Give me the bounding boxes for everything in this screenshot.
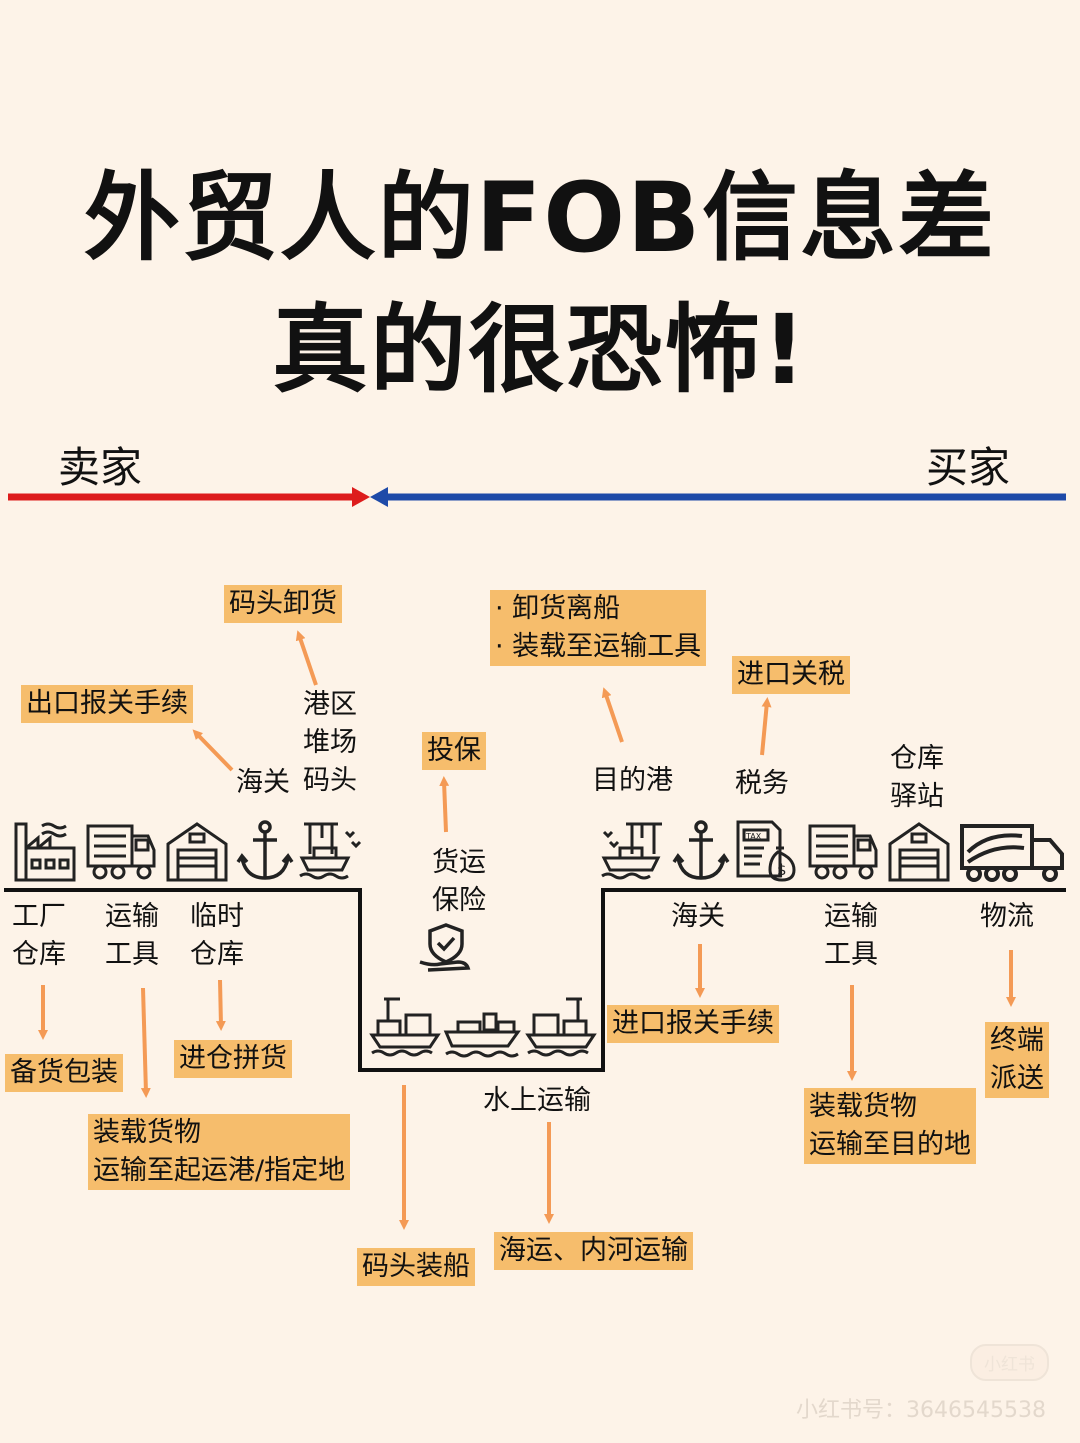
note-import-customs: 进口报关手续 <box>607 1005 779 1043</box>
seller-responsibility-arrow <box>8 487 370 507</box>
warehouse-icon <box>166 822 228 882</box>
stage-import-customs: 海关 <box>671 901 725 932</box>
seller-label: 卖家 <box>58 443 143 492</box>
tax-icon: TAX $ <box>736 820 796 882</box>
port-crane-icon-buyer <box>601 822 662 880</box>
stage-warehouse-station: 仓库 驿站 <box>890 743 944 812</box>
note-import-duty: 进口关税 <box>732 656 850 694</box>
buyer-label: 买家 <box>926 443 1011 492</box>
warehouse-icon-buyer <box>888 822 950 882</box>
stage-factory-warehouse: 工厂 仓库 <box>12 901 66 970</box>
watermark-badge: 小红书 <box>970 1344 1049 1381</box>
arrow-port-to-unloading <box>295 630 318 686</box>
truck-icon <box>86 824 156 880</box>
arrow-insurance-to-note <box>439 776 450 833</box>
note-unload: · 卸货离船 · 装载至运输工具 <box>490 590 707 666</box>
cargo-ship-icon-2 <box>525 997 597 1057</box>
note-consolidation: 进仓拼货 <box>174 1040 292 1078</box>
note-export-customs: 出口报关手续 <box>21 685 193 723</box>
stage-temp-warehouse: 临时 仓库 <box>190 901 244 970</box>
note-load-transport: 装载货物 运输至起运港/指定地 <box>88 1114 351 1190</box>
stage-logistics: 物流 <box>980 901 1034 932</box>
title-line-1: 外贸人的FOB信息差 <box>83 162 997 274</box>
anchor-icon <box>236 820 294 880</box>
note-sea-river: 海运、内河运输 <box>494 1232 693 1270</box>
container-ship-icon <box>443 1012 521 1058</box>
arrow-tax-to-duty <box>760 697 772 756</box>
port-crane-icon <box>299 822 362 880</box>
arrow-transport-to-loading <box>140 987 151 1098</box>
note-insurance: 投保 <box>422 732 486 770</box>
note-load-to-dest: 装载货物 运输至目的地 <box>804 1088 976 1164</box>
note-dock-loading: 码头装船 <box>357 1248 475 1286</box>
ground-line <box>4 888 1066 1072</box>
stage-insurance: 货运 保险 <box>432 847 486 916</box>
title-line-2: 真的很恐怖! <box>272 294 808 406</box>
stage-dest-port: 目的港 <box>592 765 673 796</box>
insurance-shield-icon <box>419 923 471 972</box>
stage-transport: 运输 工具 <box>105 901 159 970</box>
svg-text:$: $ <box>777 861 787 879</box>
delivery-truck-icon <box>960 824 1064 882</box>
buyer-responsibility-arrow <box>370 487 1066 507</box>
stage-taxes: 税务 <box>735 768 789 799</box>
arrow-temp-to-consolidation <box>215 979 226 1031</box>
cargo-ship-icon <box>369 997 441 1057</box>
stage-export-customs: 海关 <box>236 767 290 798</box>
note-last-mile: 终端 派送 <box>985 1022 1049 1098</box>
note-stock-packing: 备货包装 <box>5 1054 123 1092</box>
note-dock-unloading: 码头卸货 <box>224 585 342 623</box>
anchor-icon-buyer <box>672 820 730 880</box>
watermark-account: 小红书号：3646545538 <box>796 1398 1046 1423</box>
arrow-destport-to-unload <box>601 687 624 743</box>
arrow-customs-to-export <box>192 729 234 772</box>
svg-text:TAX: TAX <box>745 832 762 841</box>
factory-icon <box>14 822 76 882</box>
stage-port: 港区 堆场 码头 <box>303 689 357 796</box>
stage-water-transport: 水上运输 <box>483 1085 591 1116</box>
stage-buyer-transport: 运输 工具 <box>824 901 878 970</box>
truck-icon-buyer <box>808 824 878 880</box>
